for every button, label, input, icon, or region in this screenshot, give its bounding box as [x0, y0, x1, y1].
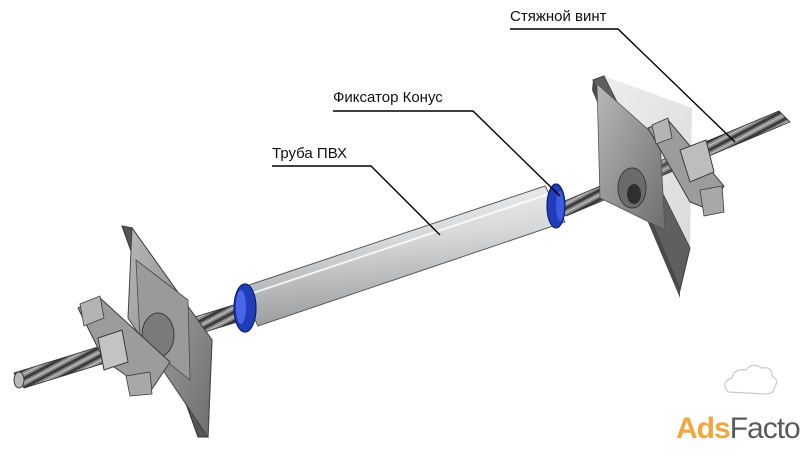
watermark-brand-part1: Ads [676, 412, 731, 445]
wing-nut-right [647, 117, 725, 217]
cone-fixer-right [546, 183, 566, 229]
watermark-logo: AdsFactory [676, 412, 800, 446]
leader-lines [272, 28, 736, 236]
watermark-brand-part2: Factory [729, 412, 800, 445]
leader-line-pipe [272, 165, 441, 236]
wing-nut-left [77, 295, 171, 397]
leader-line-screw [510, 28, 736, 143]
label-tie-screw: Стяжной винт [510, 8, 607, 25]
cloud-logo-icon [724, 364, 778, 395]
label-pvc-pipe: Труба ПВХ [272, 145, 348, 162]
cone-fixer-left [233, 283, 257, 333]
pvc-pipe [239, 185, 566, 327]
leader-line-cone [333, 110, 561, 197]
label-cone-fixer: Фиксатор Конус [333, 89, 443, 106]
anchor-plate-left [121, 225, 213, 439]
anchor-plate-right [592, 75, 692, 298]
